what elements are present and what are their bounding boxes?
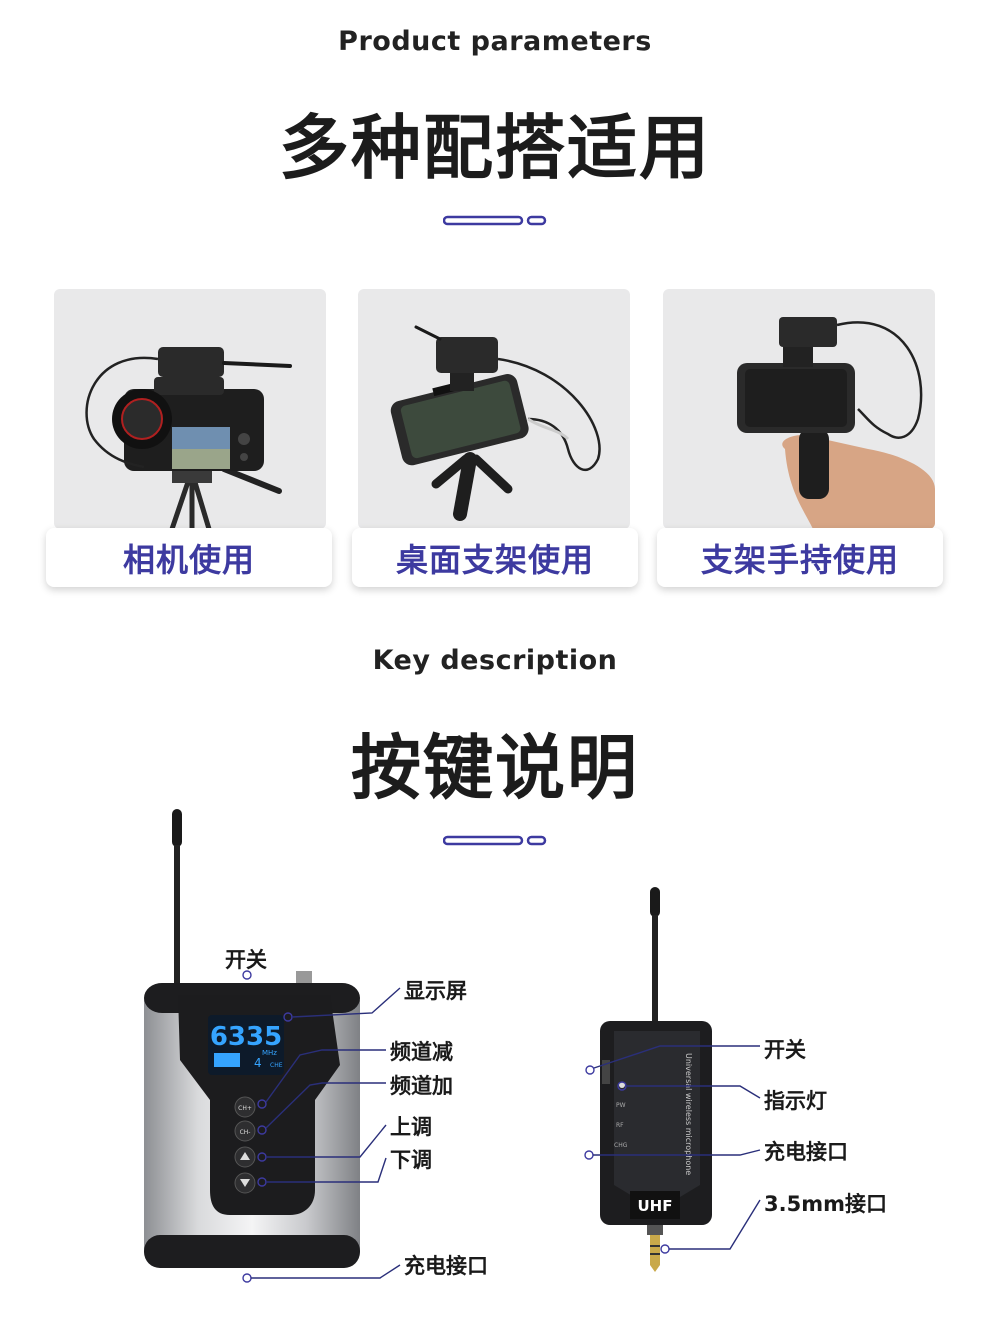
- section1-divider: [443, 215, 547, 226]
- transmitter-jack-label: 3.5mm接口: [764, 1192, 887, 1216]
- section1-title: 多种配搭适用: [279, 107, 711, 189]
- arrow-up-icon: [240, 1152, 250, 1160]
- handheld-usage-image: [663, 289, 935, 529]
- lcd-tag: CHE: [270, 1062, 283, 1069]
- ch-minus-label: CH-: [240, 1129, 251, 1136]
- lcd-digits: 6335: [210, 1022, 282, 1052]
- receiver-display-label: 显示屏: [404, 979, 467, 1003]
- camera-usage-label: 相机使用: [46, 528, 332, 587]
- transmitter-power-label: 开关: [764, 1038, 806, 1062]
- receiver-vol-down-label: 下调: [390, 1148, 432, 1172]
- transmitter-charge-label: 充电接口: [764, 1140, 848, 1164]
- receiver-charge-label: 充电接口: [404, 1254, 488, 1278]
- section2-divider: [443, 835, 547, 846]
- receiver-ch-up-label: 频道加: [390, 1074, 453, 1098]
- section2-title: 按键说明: [351, 727, 639, 809]
- arrow-down-icon: [240, 1179, 250, 1187]
- transmitter-indicator-label: 指示灯: [764, 1089, 827, 1113]
- ch-plus-label: CH+: [238, 1105, 252, 1112]
- receiver-vol-up-label: 上调: [390, 1115, 432, 1139]
- camera-usage-image: [54, 289, 326, 529]
- transmitter-device: UHF Universal wireless microphone PW RF …: [600, 887, 712, 1272]
- receiver-power-label: 开关: [225, 948, 267, 972]
- lcd-unit: MHz: [262, 1049, 277, 1057]
- section1-subtitle: Product parameters: [338, 26, 652, 57]
- indicator-light: [619, 1082, 625, 1088]
- handheld-usage-label: 支架手持使用: [657, 528, 943, 587]
- receiver-device: 6335 4 MHz CHE CH+ CH-: [144, 809, 360, 1268]
- receiver-ch-down-label: 频道减: [390, 1040, 453, 1064]
- ch-minus-button[interactable]: [234, 1120, 256, 1142]
- status-pw: PW: [616, 1102, 626, 1109]
- ch-plus-button[interactable]: [234, 1096, 256, 1118]
- status-chg: CHG: [614, 1142, 628, 1149]
- lcd-channel: 4: [254, 1056, 262, 1070]
- section2-subtitle: Key description: [372, 645, 618, 676]
- desk-stand-usage-label: 桌面支架使用: [352, 528, 638, 587]
- transmitter-brand: UHF: [638, 1197, 673, 1215]
- desk-stand-usage-image: [358, 289, 630, 529]
- transmitter-power-switch[interactable]: [602, 1060, 610, 1084]
- status-rf: RF: [616, 1122, 624, 1129]
- transmitter-side-text: Universal wireless microphone: [684, 1053, 693, 1175]
